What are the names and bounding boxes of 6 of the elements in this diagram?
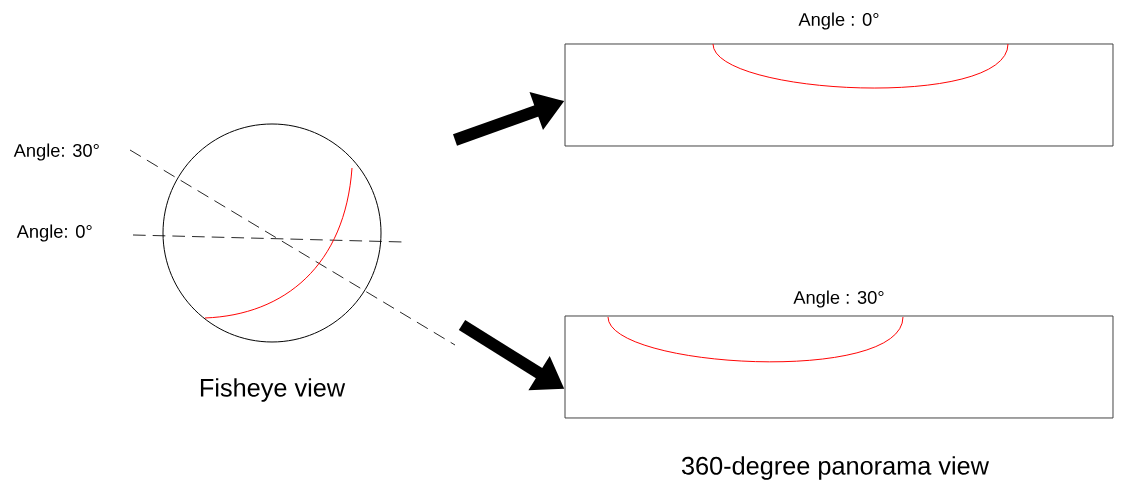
angle-label: Angle: 0° — [16, 224, 92, 242]
node-label: Fisheye view — [200, 378, 346, 402]
box-heading: Angle : 30° — [793, 290, 884, 308]
title-label: 360-degree panorama view — [681, 456, 989, 480]
box-heading: Angle : 0° — [798, 12, 879, 30]
angle-label: Angle: 30° — [13, 143, 99, 161]
